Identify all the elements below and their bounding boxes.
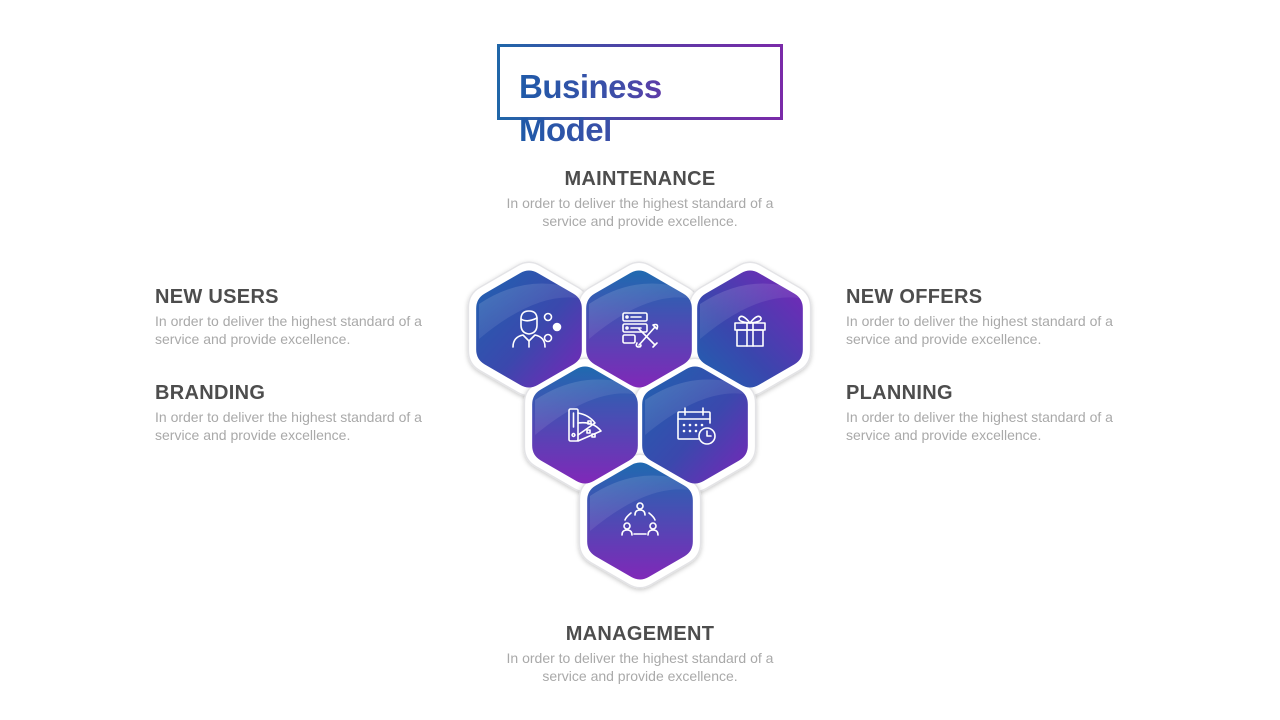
section-description: In order to deliver the highest standard… [506,650,774,684]
hexagon-shine [645,379,750,435]
section-description: In order to deliver the highest standard… [155,409,422,443]
section-description: In order to deliver the highest standard… [155,313,422,347]
server-tools-icon [622,312,659,348]
gift-icon [734,315,766,347]
section-description: In order to deliver the highest standard… [506,195,774,229]
section-new-users: NEW USERS In order to deliver the highes… [155,286,455,348]
hexagon-layer [467,261,812,589]
hexagon-shine [479,283,584,339]
hexagon-shine [535,379,640,435]
section-description: In order to deliver the highest standard… [846,313,1113,347]
hexagon-shine [700,283,805,339]
section-heading: PLANNING [846,382,953,404]
section-heading: NEW USERS [155,286,279,308]
page-title: Business Model [519,65,699,151]
section-new-offers: NEW OFFERS In order to deliver the highe… [846,286,1146,348]
section-management: MANAGEMENT In order to deliver the highe… [490,623,790,685]
section-description: In order to deliver the highest standard… [846,409,1113,443]
hexagon-shine [590,475,695,531]
color-palette-icon [568,408,602,442]
section-maintenance: MAINTENANCE In order to deliver the high… [490,168,790,230]
section-planning: PLANNING In order to deliver the highest… [846,382,1146,444]
title-frame: Business Model [497,44,783,148]
section-branding: BRANDING In order to deliver the highest… [155,382,455,444]
section-heading: NEW OFFERS [846,286,983,308]
user-icon [512,310,562,348]
team-network-icon [621,502,659,536]
section-heading: MANAGEMENT [565,623,715,645]
hexagon-shine [589,283,694,339]
section-heading: BRANDING [155,382,266,404]
section-heading: MAINTENANCE [564,168,716,190]
calendar-clock-icon [677,407,716,445]
